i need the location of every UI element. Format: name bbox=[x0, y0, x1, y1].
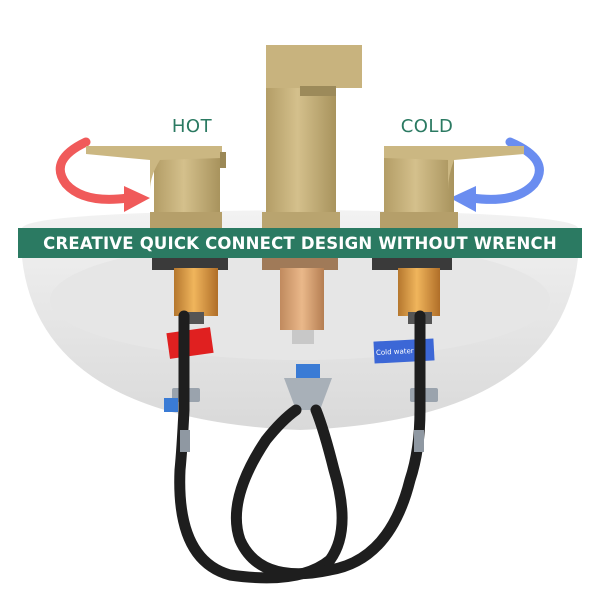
hot-valve-shank bbox=[174, 268, 218, 316]
hot-hose bbox=[174, 310, 348, 584]
feature-banner: CREATIVE QUICK CONNECT DESIGN WITHOUT WR… bbox=[18, 228, 582, 258]
spout-shank bbox=[280, 268, 324, 330]
cold-hose bbox=[230, 310, 426, 580]
hot-handle-lever bbox=[86, 146, 222, 190]
hot-arrow-icon bbox=[55, 137, 133, 204]
cold-label: COLD bbox=[400, 116, 454, 137]
hot-label: HOT bbox=[171, 116, 213, 137]
banner-text: CREATIVE QUICK CONNECT DESIGN WITHOUT WR… bbox=[43, 233, 557, 253]
cold-arrow-icon bbox=[467, 137, 544, 204]
hot-tag bbox=[166, 327, 214, 359]
cold-valve-shank bbox=[398, 268, 440, 316]
cold-handle-lever bbox=[384, 146, 524, 190]
